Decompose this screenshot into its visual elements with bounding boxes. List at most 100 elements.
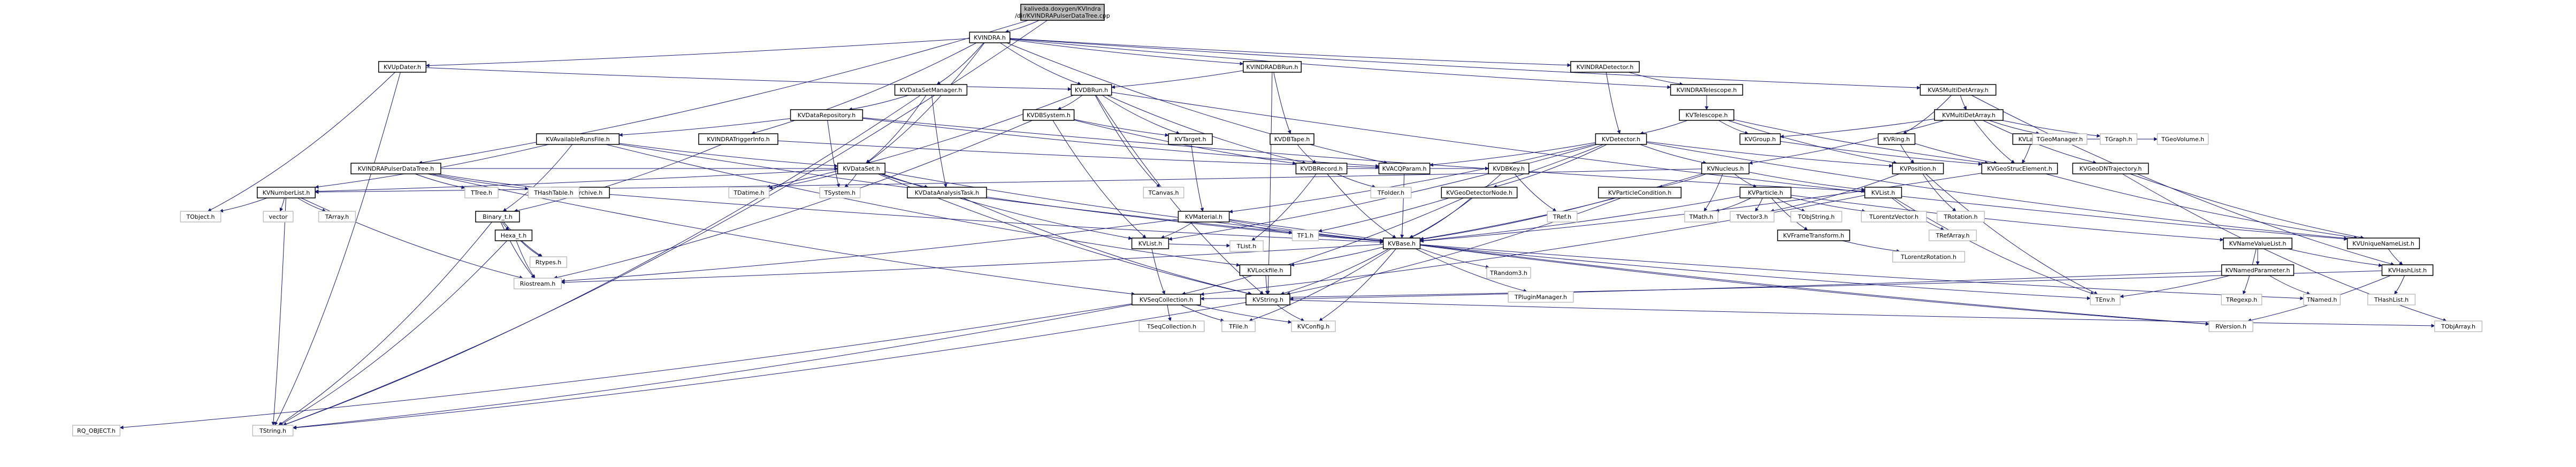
- node-kvavailablerunsfile[interactable]: KVAvailableRunsFile.h: [536, 133, 620, 145]
- node-hexa_t[interactable]: Hexa_t.h: [494, 229, 533, 241]
- node-kvdbtape[interactable]: KVDBTape.h: [1270, 133, 1314, 145]
- edge-kvdbrun-to-kvuniquenamelist: [1111, 91, 2348, 241]
- node-box-trandom3: [1486, 267, 1531, 279]
- node-label-kvmultidetarray: KVASMultiDetArray.h: [1928, 87, 1989, 94]
- node-kvindrarawdatareconstructor[interactable]: KVINDRADBRun.h: [1243, 61, 1302, 73]
- node-box-tdatime: [728, 187, 770, 198]
- node-kvdbrecord[interactable]: KVDBRecord.h: [1295, 163, 1348, 174]
- node-label-rq_object: RQ_OBJECT.h: [77, 427, 116, 434]
- edge-hexa_t-to-riostream: [516, 240, 536, 279]
- edge-kvparticle-to-kvnamevaluelist: [1791, 195, 2224, 242]
- node-kvgeostrucelement[interactable]: KVGeoStrucElement.h: [1981, 163, 2058, 174]
- node-kvnamevaluelist[interactable]: KVNameValueList.h: [2223, 238, 2292, 249]
- node-kvdetector[interactable]: KVDetector.h: [1595, 133, 1647, 145]
- node-box-tenv: [2090, 294, 2121, 305]
- node-box-kvmaterial: [1178, 211, 1230, 223]
- node-kvring[interactable]: KVRing.h: [1877, 133, 1916, 145]
- node-kvindrapulserdatatree[interactable]: KVINDRAPulserDataTree.h: [350, 163, 441, 174]
- node-box-kvlockfile: [1239, 264, 1291, 276]
- node-label-kvindradetector: KVINDRADetector.h: [1577, 64, 1634, 71]
- node-kvparticlecondition[interactable]: KVParticleCondition.h: [1597, 187, 1682, 198]
- node-kvdatarepository[interactable]: KVDataRepository.h: [790, 109, 863, 121]
- node-kvindratelescope[interactable]: KVINDRATelescope.h: [1670, 84, 1744, 96]
- node-box-hexa_t: [494, 229, 533, 241]
- node-binary_t[interactable]: Binary_t.h: [475, 211, 520, 223]
- node-kvdbsystem[interactable]: KVDBSystem.h: [1022, 109, 1075, 121]
- node-ttree: TTree.h: [464, 187, 499, 198]
- node-kvtelescope[interactable]: KVTelescope.h: [1679, 109, 1734, 121]
- edge-kvdetector-to-kvnucleus: [1640, 144, 1707, 165]
- node-label-tlist: TList.h: [1236, 243, 1256, 250]
- node-box-tlist: [1229, 240, 1264, 252]
- node-tgeomanager: TGeoManager.h: [2032, 133, 2088, 145]
- edge-kvframetransform-to-tlorentzrotation: [1842, 240, 1900, 253]
- node-kvseqcollection[interactable]: KVSeqCollection.h: [1132, 294, 1201, 305]
- node-label-kvnumberlist: KVNumberList.h: [263, 189, 310, 196]
- node-label-binary_t: Binary_t.h: [483, 213, 513, 220]
- node-kvstring[interactable]: KVString.h: [1245, 294, 1290, 305]
- edge-kvbase-to-tnamed: [1420, 244, 2304, 301]
- node-label-kvdbrun: KVDBRun.h: [1075, 87, 1108, 94]
- node-kvmultidetarray2[interactable]: KVMultiDetArray.h: [1934, 109, 2004, 121]
- node-thashlist: THashList.h: [2367, 294, 2416, 305]
- node-kvdbrun[interactable]: KVDBRun.h: [1071, 84, 1112, 96]
- edge-kvdbrecord-to-tfolder: [1336, 173, 1376, 188]
- node-box-tstring: [252, 425, 294, 437]
- node-kvnamedparameter[interactable]: KVNamedParameter.h: [2221, 264, 2295, 276]
- node-label-kvindratelescope: KVINDRATelescope.h: [1677, 87, 1737, 94]
- node-kvposition[interactable]: KVPosition.h: [1892, 163, 1944, 174]
- node-kvparticle[interactable]: KVParticle.h: [1739, 187, 1792, 198]
- node-label-trandom3: TRandom3.h: [1489, 270, 1527, 277]
- node-kvtarget[interactable]: KVTarget.h: [1168, 133, 1213, 145]
- node-kvlockfile[interactable]: KVLockfile.h: [1239, 264, 1291, 276]
- node-tlorentzrotation: TLorentzRotation.h: [1892, 251, 1966, 263]
- node-kvnumberlist[interactable]: KVNumberList.h: [257, 187, 316, 198]
- node-label-rtypes: Rtypes.h: [536, 259, 561, 266]
- edge-kvdetector-to-kvposition: [1646, 141, 1893, 168]
- node-kvbase[interactable]: KVBase.h: [1382, 238, 1421, 249]
- node-kvindratriggerinfo[interactable]: KVINDRATriggerInfo.h: [698, 133, 778, 145]
- edge-kvavailablerunsfile-to-kvdataset: [619, 143, 838, 168]
- node-tgeovolume: TGeoVolume.h: [2157, 133, 2209, 145]
- node-tref: TRef.h: [1547, 211, 1578, 223]
- edge-kvtelescope-to-kvgroup: [1718, 120, 1749, 135]
- node-kvmaterial[interactable]: KVMaterial.h: [1178, 211, 1230, 223]
- node-box-kvupdater: [378, 61, 427, 73]
- edge-kvindrapulserdatatree-to-ttree: [415, 173, 465, 189]
- node-kvindra[interactable]: KVINDRA.h: [969, 32, 1011, 43]
- node-kvdataset[interactable]: KVDataSet.h: [837, 163, 886, 174]
- node-kvlist[interactable]: KVList.h: [1864, 187, 1902, 198]
- node-kvgeodntrajectory[interactable]: KVGeoDNTrajectory.h: [2072, 163, 2149, 174]
- node-kvlist2[interactable]: KVList.h: [1131, 238, 1169, 249]
- edge-kvmaterial-to-tf1: [1229, 221, 1293, 235]
- node-label-tpluginmanager: TPluginManager.h: [1514, 294, 1567, 301]
- node-kvdbkey[interactable]: KVDBKey.h: [1488, 163, 1530, 174]
- node-kvacqparam[interactable]: KVACQParam.h: [1378, 163, 1431, 174]
- edge-kvdbsystem-to-riostream: [553, 120, 1033, 279]
- node-kvhashlist[interactable]: KVHashList.h: [2381, 264, 2434, 276]
- node-box-kvdetector: [1595, 133, 1647, 145]
- node-label-rversion: RVersion.h: [2215, 323, 2246, 330]
- edge-kvdbrun-to-kvdbrecord: [1107, 95, 1306, 164]
- node-kvupdater[interactable]: KVUpDater.h: [378, 61, 427, 73]
- node-vector: vector: [263, 211, 294, 223]
- edge-kvdbrun-to-tcanvas: [1095, 95, 1160, 188]
- node-kvindradetector[interactable]: KVINDRADetector.h: [1570, 61, 1640, 73]
- node-kvdatasetmanager[interactable]: KVDataSetManager.h: [894, 84, 968, 96]
- node-box-kvparticlecondition: [1597, 187, 1682, 198]
- edge-kvmultidetarray2-to-kvnucleus: [1748, 120, 1945, 165]
- node-kvframetransform[interactable]: KVFrameTransform.h: [1777, 229, 1851, 241]
- node-kvdataanalysistask[interactable]: KVDataAnalysisTask.h: [907, 187, 987, 198]
- edge-kvindra-to-kvdataset: [866, 42, 985, 164]
- node-box-kvtelescope: [1679, 109, 1734, 121]
- node-box-tlorentzvector: [1861, 211, 1927, 223]
- node-kvmultidetarray[interactable]: KVASMultiDetArray.h: [1920, 84, 1997, 96]
- node-kvuniquenamelist[interactable]: KVUniqueNameList.h: [2346, 238, 2420, 249]
- node-kvnucleus[interactable]: KVNucleus.h: [1701, 163, 1750, 174]
- edge-binary_t-to-hexa_t: [502, 221, 509, 231]
- node-kvgeodetectornode[interactable]: KVGeoDetectorNode.h: [1441, 187, 1518, 198]
- node-kvgroup[interactable]: KVGroup.h: [1739, 133, 1781, 145]
- edge-kvupdater-to-tstring: [274, 72, 401, 426]
- edge-kvparticle-to-kvframetransform: [1771, 197, 1808, 231]
- edge-kvseqcollection-to-tfile: [1180, 304, 1225, 322]
